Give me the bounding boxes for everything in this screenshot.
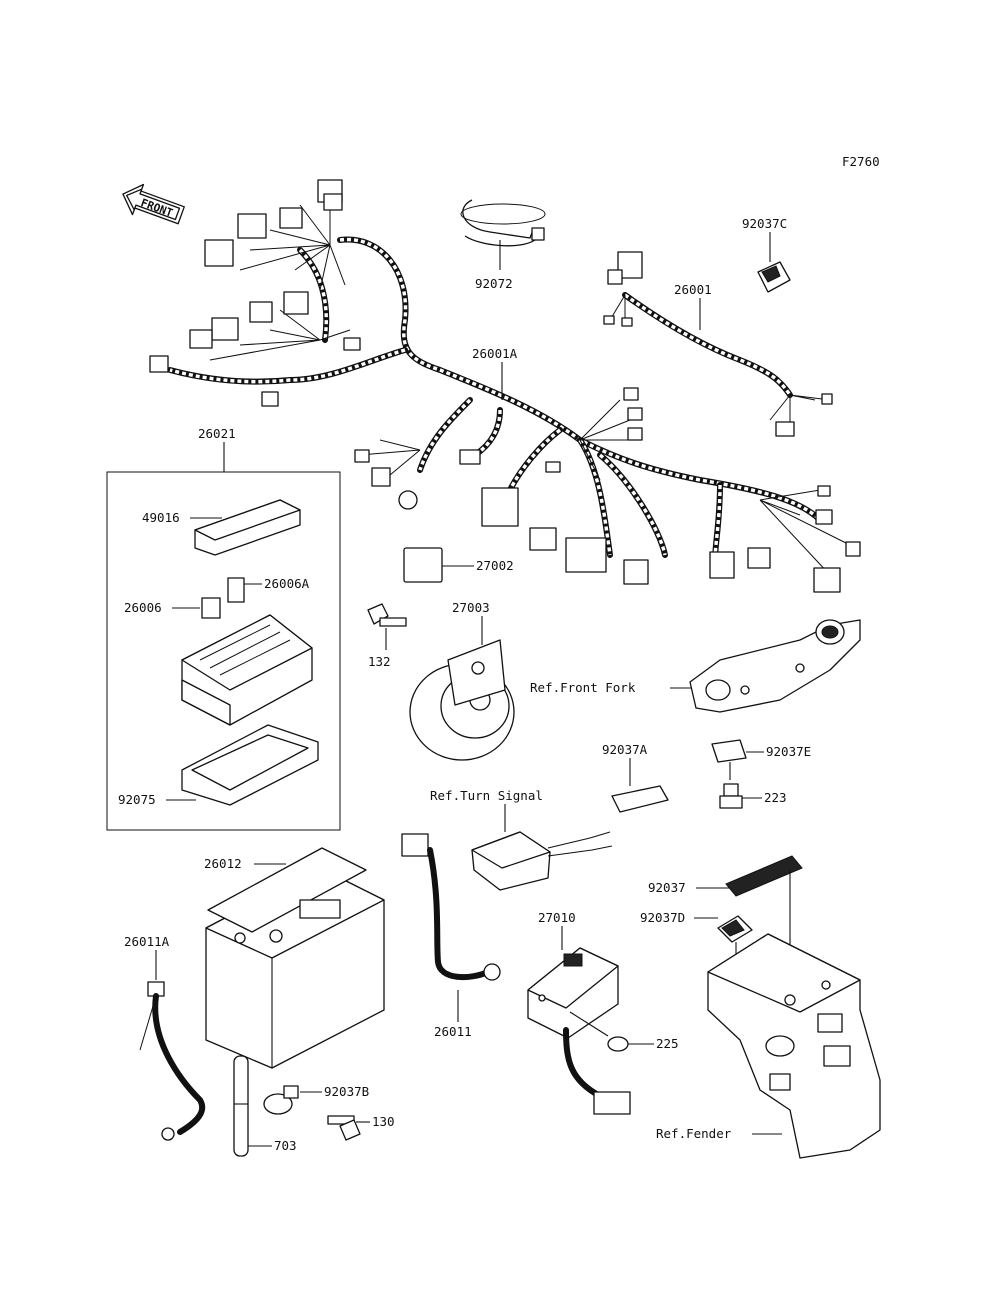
battery-26012 — [205, 847, 385, 1069]
label-26011: 26011 — [434, 1024, 472, 1039]
turn-signal — [471, 831, 613, 891]
front-fork-bracket — [689, 619, 861, 713]
screw-225 — [569, 1011, 629, 1052]
label-92037C: 92037C — [742, 216, 787, 231]
label-223: 223 — [764, 790, 787, 805]
clamp-92037D — [717, 915, 753, 943]
horn-27003 — [409, 639, 515, 761]
pad-92037 — [725, 855, 803, 897]
label-92037A: 92037A — [602, 742, 648, 757]
label-92037B: 92037B — [324, 1084, 369, 1099]
bolt-132 — [367, 603, 407, 627]
label-92037: 92037 — [648, 880, 686, 895]
clamp-92037A — [611, 785, 669, 813]
label-92075: 92075 — [118, 792, 156, 807]
front-arrow-icon: FRONT — [122, 183, 185, 225]
label-26012: 26012 — [204, 856, 242, 871]
label-225: 225 — [656, 1036, 679, 1051]
label-26021: 26021 — [198, 426, 236, 441]
label-26001: 26001 — [674, 282, 712, 297]
battery-cable-26011A — [139, 981, 206, 1141]
cable-tie-part — [460, 199, 546, 270]
label-ref-front-fork: Ref.Front Fork — [530, 680, 636, 695]
label-26001A: 26001A — [472, 346, 518, 361]
unit-27010 — [527, 947, 631, 1115]
label-49016: 49016 — [142, 510, 180, 525]
rear-fender — [707, 933, 881, 1159]
fuse-cover-49016 — [194, 499, 301, 556]
label-26011A: 26011A — [124, 934, 170, 949]
fuse-26006 — [201, 597, 221, 619]
label-703: 703 — [274, 1138, 297, 1153]
label-26006: 26006 — [124, 600, 162, 615]
fuse-box-body — [181, 614, 313, 726]
clamp-92037C — [757, 261, 791, 293]
fuse-box-group-frame — [106, 471, 341, 831]
tube-703 — [233, 1055, 249, 1157]
fuse-box-cover-92075 — [181, 724, 319, 806]
label-27003: 27003 — [452, 600, 490, 615]
bolt-130 — [327, 1115, 361, 1141]
clamp-92037B — [263, 1085, 299, 1115]
label-92072: 92072 — [475, 276, 513, 291]
clamp-92037E — [711, 739, 747, 763]
label-92037E: 92037E — [766, 744, 811, 759]
fuse-26006A — [227, 577, 245, 603]
cable-26011 — [401, 833, 501, 981]
label-ref-turn-signal: Ref.Turn Signal — [430, 788, 543, 803]
label-27010: 27010 — [538, 910, 576, 925]
relay-27002 — [403, 547, 443, 583]
label-92037D: 92037D — [640, 910, 685, 925]
label-130: 130 — [372, 1114, 395, 1129]
label-27002: 27002 — [476, 558, 514, 573]
label-26006A: 26006A — [264, 576, 310, 591]
connectors-center — [354, 387, 861, 593]
label-132: 132 — [368, 654, 391, 669]
figure-code: F2760 — [842, 154, 880, 169]
label-ref-fender: Ref.Fender — [656, 1126, 732, 1141]
screw-223 — [719, 783, 743, 809]
connectors-top-left — [149, 179, 361, 407]
sub-harness-26001 — [603, 251, 833, 437]
